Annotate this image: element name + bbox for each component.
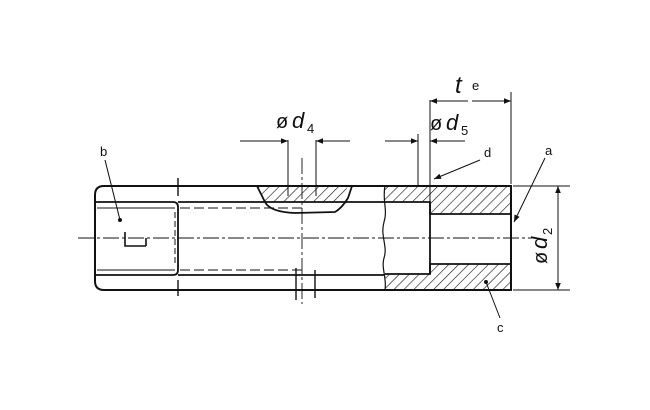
label-c: c: [497, 320, 504, 335]
dimension-d5: [385, 100, 465, 202]
leader-dot-c: [484, 280, 488, 284]
label-d: d: [484, 145, 491, 160]
leader-lines: [104, 157, 546, 319]
label-a: a: [545, 143, 553, 158]
dimension-t: [430, 92, 512, 184]
thread-lines: [97, 207, 305, 271]
label-d2-sub: 2: [540, 228, 555, 235]
labels: t e ø d 4 ø d 5 ø d 2 a b c d: [100, 72, 555, 335]
body-outline: [94, 185, 512, 291]
short-centre-marks: [177, 178, 316, 300]
label-t: t: [455, 72, 463, 99]
label-d4-main: d: [292, 108, 305, 133]
dimension-d4: [240, 138, 350, 196]
label-d5-main: d: [446, 110, 459, 135]
label-d5-sub: 5: [461, 123, 468, 138]
leader-dot-b: [118, 218, 122, 222]
label-b: b: [100, 144, 107, 159]
square-symbol: [124, 232, 147, 247]
label-d2-prefix: ø: [530, 252, 552, 264]
label-e: e: [472, 78, 479, 93]
label-d2: ø d 2: [527, 228, 555, 264]
dimension-d2: [513, 185, 570, 291]
label-d4-sub: 4: [307, 121, 314, 136]
section-hatching: [257, 186, 511, 290]
label-d5-prefix: ø: [430, 113, 442, 135]
label-d2-main: d: [527, 236, 552, 249]
label-d4-prefix: ø: [276, 111, 288, 133]
break-line: [382, 185, 387, 291]
center-lines: [78, 158, 532, 304]
